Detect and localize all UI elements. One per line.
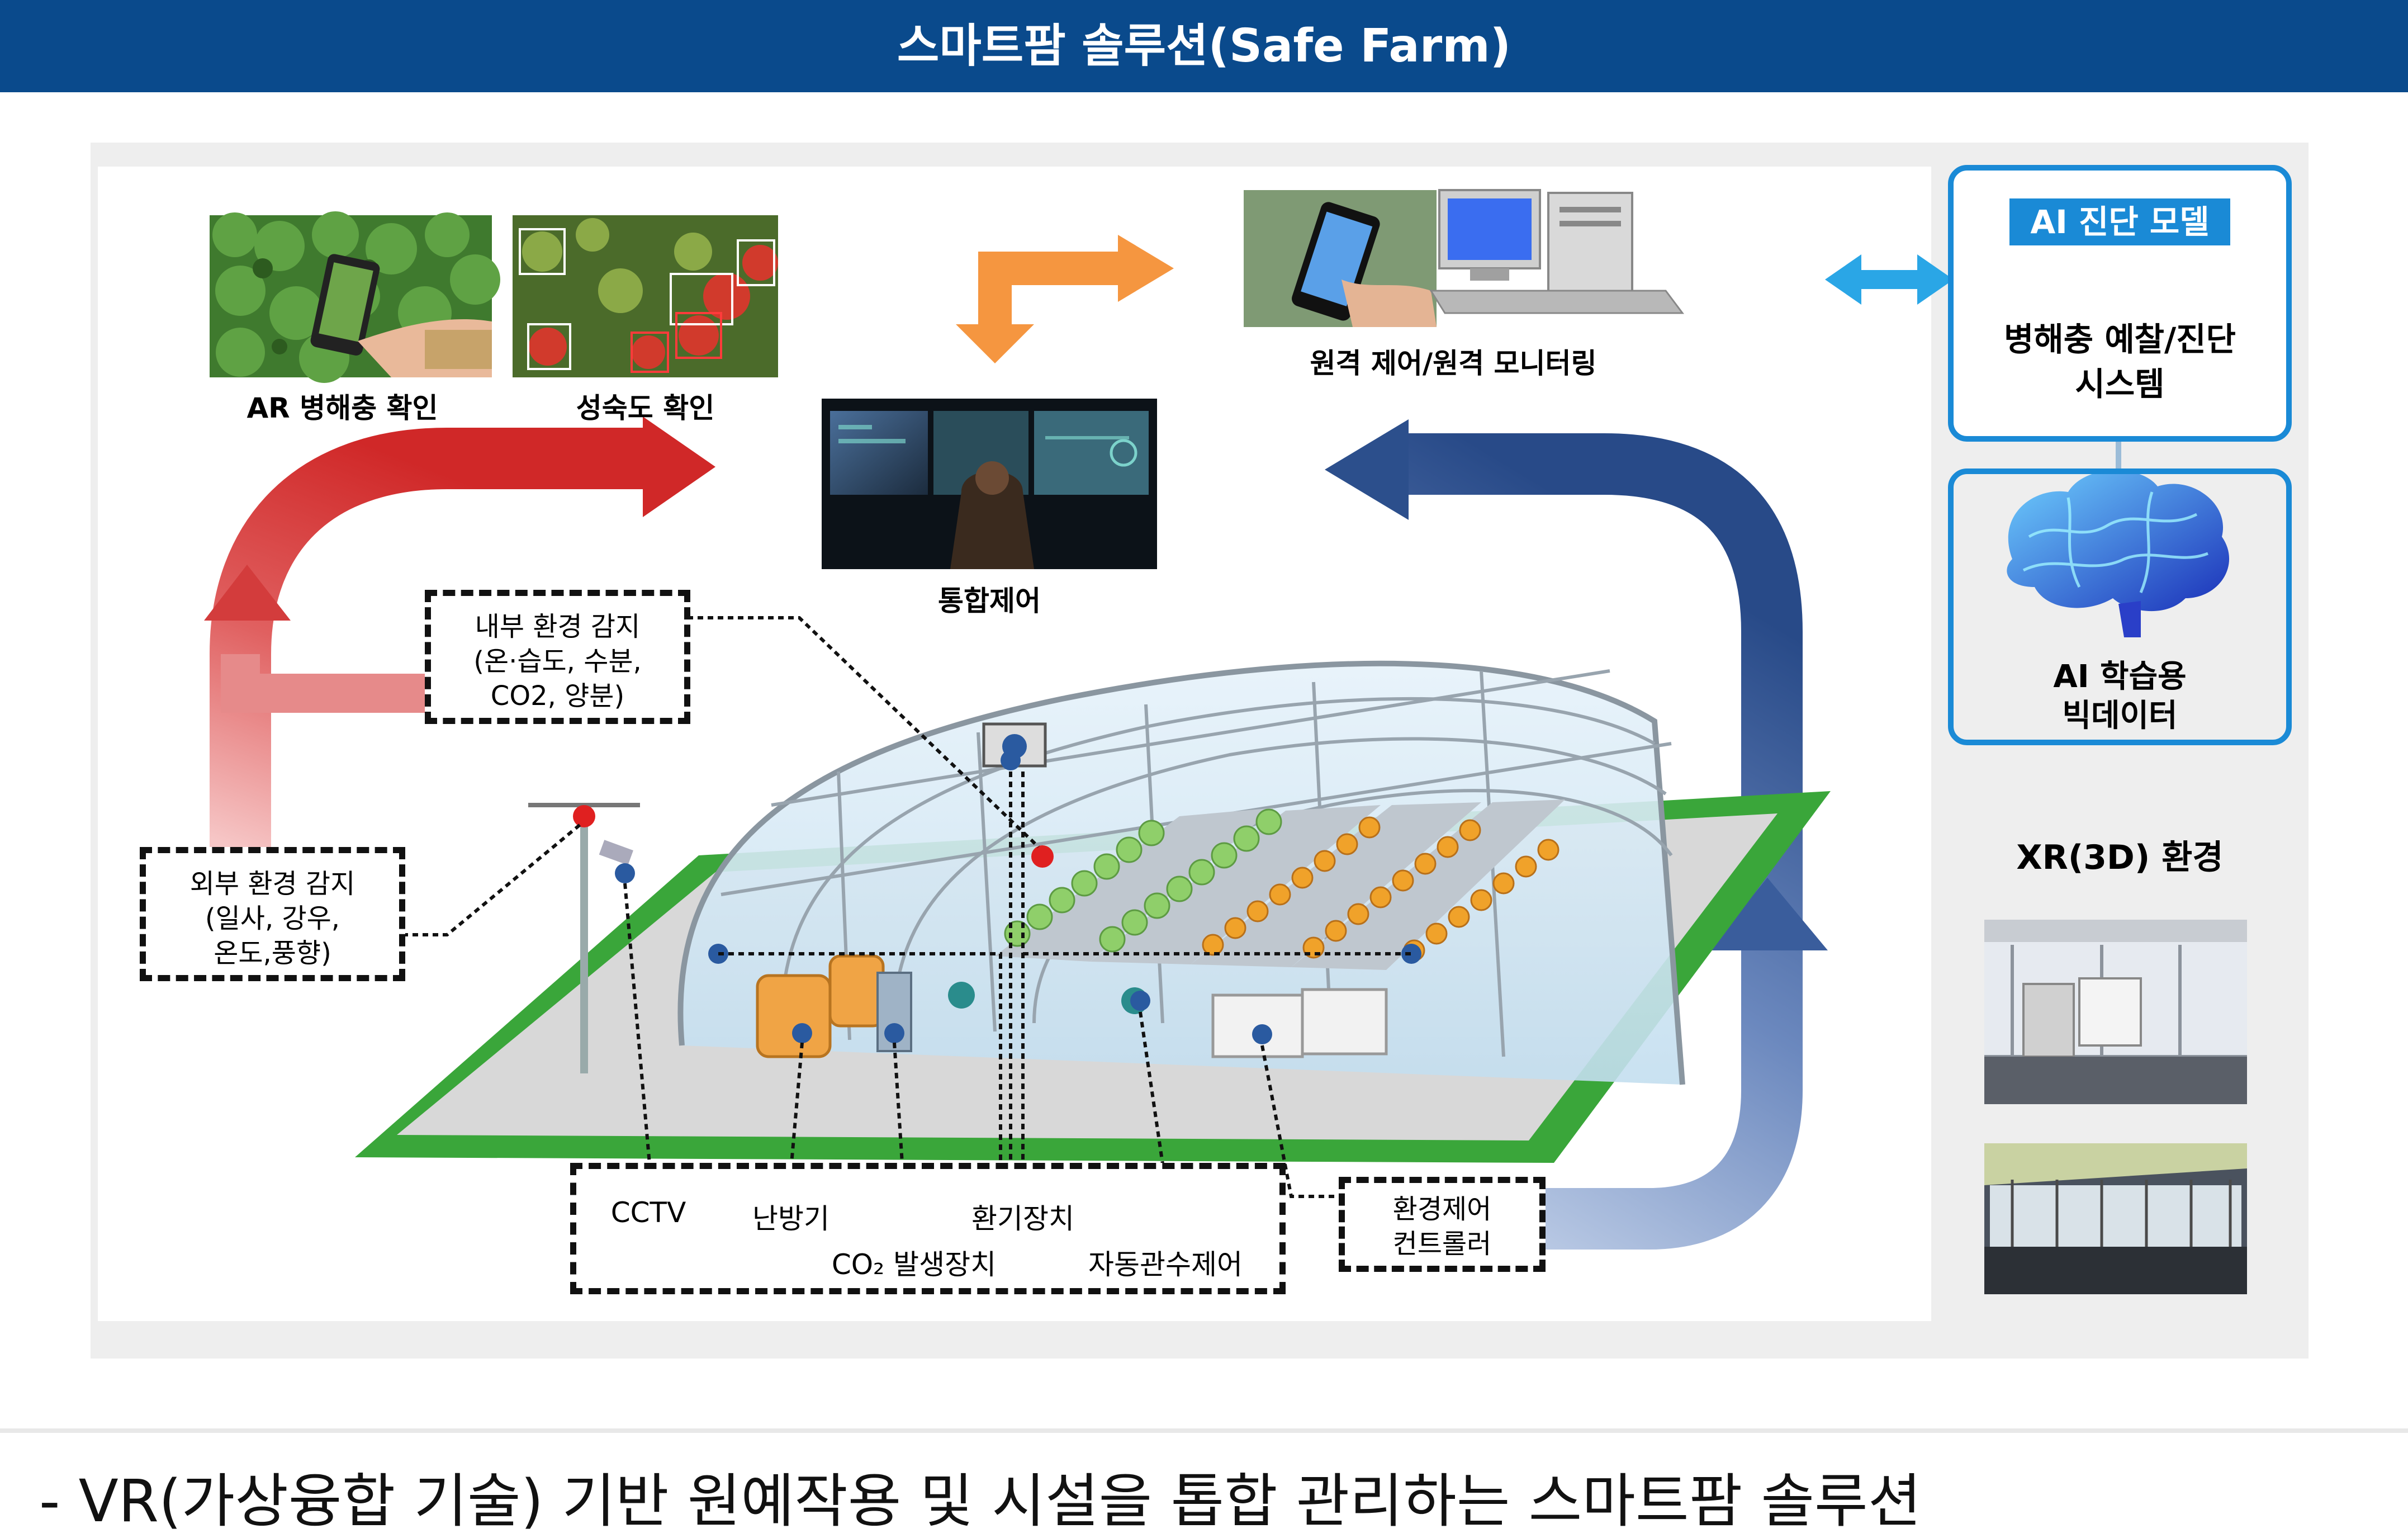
page-title: 스마트팜 솔루션(Safe Farm)	[897, 20, 1511, 73]
xr-image-1	[1984, 920, 2247, 1104]
brain-icon	[2007, 470, 2230, 637]
devices-box	[570, 1163, 1286, 1294]
ai-model-tag: AI 진단 모델	[2009, 198, 2230, 245]
ventilation-label: 환기장치	[971, 1203, 1074, 1235]
env-controller-box: 환경제어 컨트롤러	[1339, 1177, 1546, 1272]
remote-photo	[1244, 189, 1684, 327]
orange-flow-arrow	[956, 235, 1174, 363]
ripeness-label: 성숙도 확인	[576, 392, 715, 424]
greenhouse	[355, 616, 1831, 1258]
internal-sensing-text: 내부 환경 감지 (온·습도, 수분, CO2, 양분)	[473, 611, 642, 712]
integrated-control-label: 통합제어	[938, 585, 1041, 617]
bigdata-text-1: AI 학습용	[2053, 659, 2187, 695]
control-room-photo	[822, 399, 1157, 569]
ai-model-text-1: 병해충 예찰/진단	[2004, 320, 2236, 358]
co2-generator-label: CO₂ 발생장치	[831, 1248, 997, 1281]
ar-pest-label: AR 병해충 확인	[247, 392, 438, 424]
heater-label: 난방기	[752, 1203, 829, 1235]
header-bar	[0, 0, 2408, 92]
cyan-double-arrow	[1825, 254, 1954, 305]
remote-monitoring-label: 원격 제어/원격 모니터링	[1310, 347, 1597, 380]
auto-irrigation-label: 자동관수제어	[1088, 1248, 1243, 1281]
xr-label: XR(3D) 환경	[2016, 838, 2224, 877]
external-sensing-text: 외부 환경 감지 (일사, 강우, 온도,풍향)	[189, 868, 355, 969]
internal-sensing-box: 내부 환경 감지 (온·습도, 수분, CO2, 양분)	[425, 590, 690, 724]
navy-flow-arrow	[1325, 419, 1828, 1250]
red-flow-arrow	[204, 417, 715, 850]
external-sensing-box: 외부 환경 감지 (일사, 강우, 온도,풍향)	[140, 847, 405, 981]
xr-image-2	[1984, 1143, 2247, 1294]
ar-photo	[210, 211, 500, 383]
ripeness-photo	[513, 215, 778, 377]
ai-model-text-2: 시스템	[2075, 365, 2165, 403]
footer-divider	[0, 1428, 2408, 1433]
bigdata-text-2: 빅데이터	[2062, 698, 2178, 734]
cctv-label: CCTV	[610, 1196, 686, 1229]
bigdata-box	[1948, 469, 2292, 745]
env-controller-text: 환경제어 컨트롤러	[1392, 1194, 1492, 1260]
footer-caption: - VR(가상융합 기술) 기반 원예작용 및 시설을 톱합 관리하는 스마트팜…	[39, 1467, 1922, 1535]
